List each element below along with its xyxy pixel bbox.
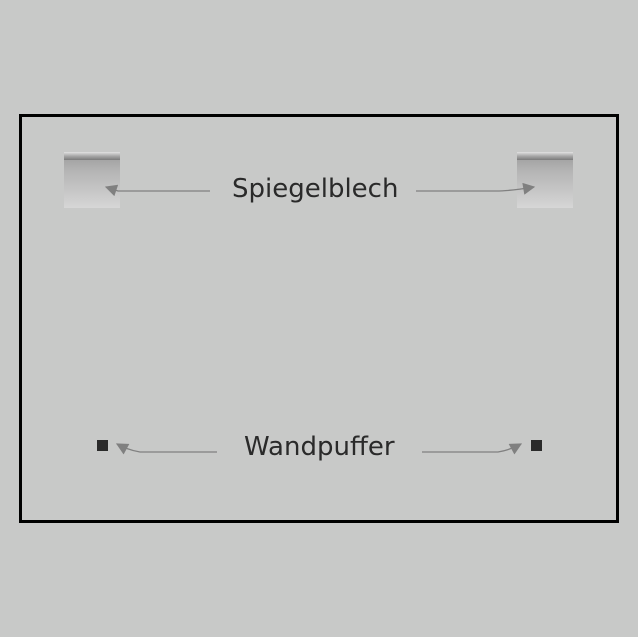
wall-buffer-right (531, 440, 542, 451)
mirror-plate-label: Spiegelblech (232, 174, 399, 204)
arrow-to-right-plate (416, 182, 536, 195)
arrow-to-left-buffer (115, 443, 217, 455)
mirror-outline (19, 114, 619, 523)
mirror-plate-left (64, 152, 120, 208)
wall-buffer-left (97, 440, 108, 451)
mirror-plate-right (517, 152, 573, 208)
arrow-to-right-buffer (422, 443, 523, 455)
arrow-to-left-plate (104, 184, 210, 197)
wall-buffer-label: Wandpuffer (244, 432, 395, 462)
